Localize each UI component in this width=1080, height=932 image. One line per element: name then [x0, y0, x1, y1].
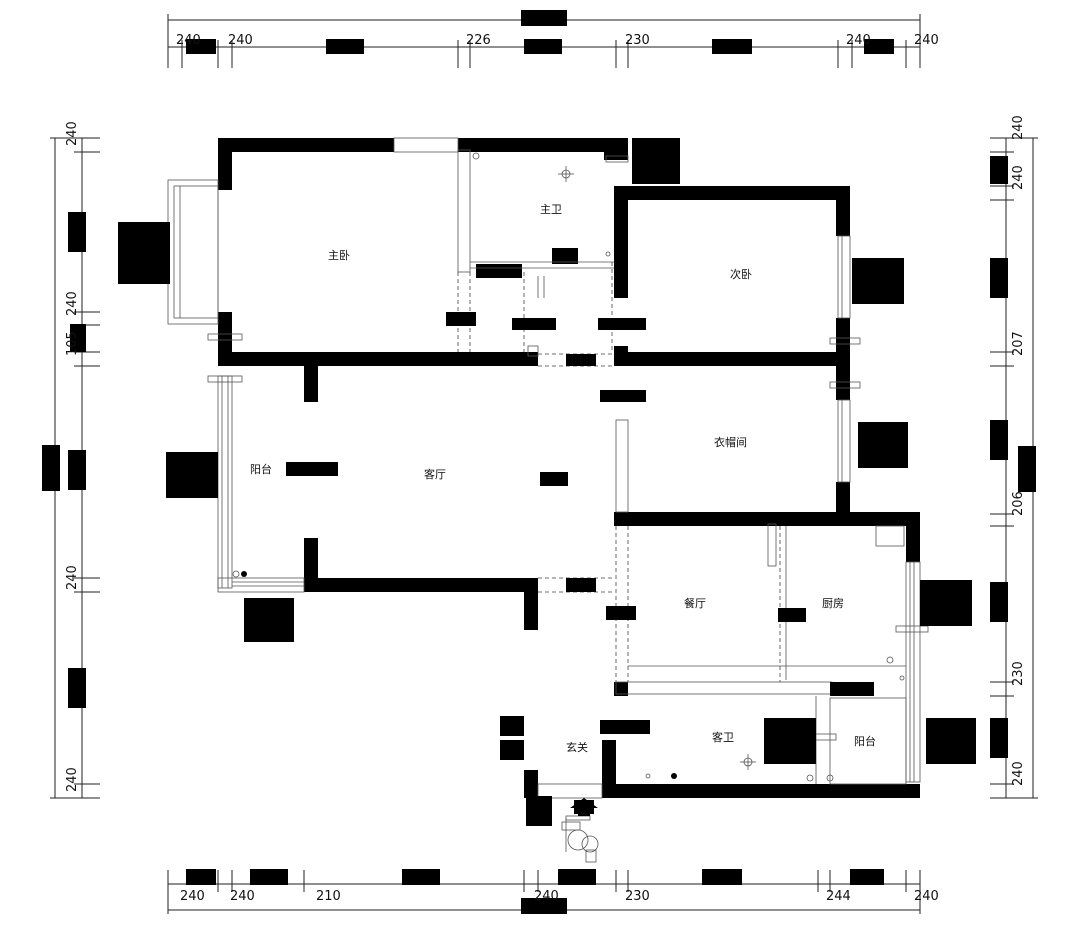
- dim-right-2: 240: [1011, 165, 1026, 190]
- dim-bottom-5: 230: [625, 889, 650, 904]
- drain-icon: [671, 773, 677, 779]
- dim-left-4: 240: [65, 565, 80, 590]
- drain-icon: [232, 570, 240, 578]
- dim-bottom-1: 240: [180, 889, 205, 904]
- dim-bottom-2: 240: [230, 889, 255, 904]
- dim-bottom-7: 240: [914, 889, 939, 904]
- drain-icon: [605, 251, 611, 257]
- room-label-cloakroom: 衣帽间: [714, 435, 747, 449]
- drain-icon: [826, 774, 834, 782]
- windows: [167, 137, 921, 799]
- person-figure-icon: [561, 818, 599, 863]
- room-label-balcony-west: 阳台: [250, 462, 272, 476]
- dim-top-1: 240: [176, 33, 201, 48]
- dimension-right: 240 240 207 206 230 240: [990, 115, 1038, 799]
- drain-icon: [886, 656, 894, 664]
- dim-top-4: 230: [625, 33, 650, 48]
- room-label-dining-room: 餐厅: [684, 596, 706, 610]
- room-label-kitchen: 厨房: [822, 597, 844, 610]
- ceiling-light-icon: [740, 754, 756, 770]
- entry-arrow-icon: [570, 798, 598, 816]
- dim-bottom-4: 240: [534, 889, 559, 904]
- wall-ticks: [207, 155, 929, 821]
- dim-top-2: 240: [228, 33, 253, 48]
- room-label-guest-bath: 客卫: [712, 730, 734, 744]
- ceiling-light-icon: [558, 166, 574, 182]
- room-label-master-bath: 主卫: [540, 203, 562, 216]
- dim-bottom-3: 210: [316, 889, 341, 904]
- drain-icon: [241, 571, 247, 577]
- dim-right-4: 206: [1011, 491, 1026, 516]
- dim-left-3: 105: [65, 331, 80, 356]
- dim-right-3: 207: [1011, 331, 1026, 356]
- dim-right-1: 240: [1011, 115, 1026, 140]
- dim-left-2: 240: [65, 291, 80, 316]
- dimension-left: 240 240 105 240 240: [42, 121, 100, 799]
- fixtures: [232, 152, 905, 782]
- drain-icon: [806, 774, 814, 782]
- drain-icon: [899, 675, 905, 681]
- dimension-top: 240 240 226 230 240 240: [167, 10, 939, 68]
- room-label-balcony-east: 阳台: [854, 734, 876, 748]
- dim-right-6: 240: [1011, 761, 1026, 786]
- dim-bottom-6: 244: [826, 889, 851, 904]
- room-label-living-room: 客厅: [424, 467, 446, 481]
- drain-icon: [472, 152, 480, 160]
- dim-left-1: 240: [65, 121, 80, 146]
- dimension-bottom: 240 240 210 240 230 244 240: [167, 869, 939, 914]
- dim-top-5: 240: [846, 33, 871, 48]
- drain-icon: [645, 773, 651, 779]
- walls: [218, 138, 920, 798]
- equipment-blocks: [118, 138, 976, 826]
- dim-top-3: 226: [466, 33, 491, 48]
- dim-left-5: 240: [65, 767, 80, 792]
- dim-right-5: 230: [1011, 661, 1026, 686]
- room-label-foyer: 玄关: [566, 740, 588, 754]
- room-labels: 主卧 主卫 次卧 衣帽间 阳台 客厅 餐厅 厨房 玄关 客卫 阳台: [250, 203, 876, 754]
- room-label-second-bedroom: 次卧: [730, 267, 752, 281]
- room-label-master-bedroom: 主卧: [328, 249, 350, 262]
- dim-top-6: 240: [914, 33, 939, 48]
